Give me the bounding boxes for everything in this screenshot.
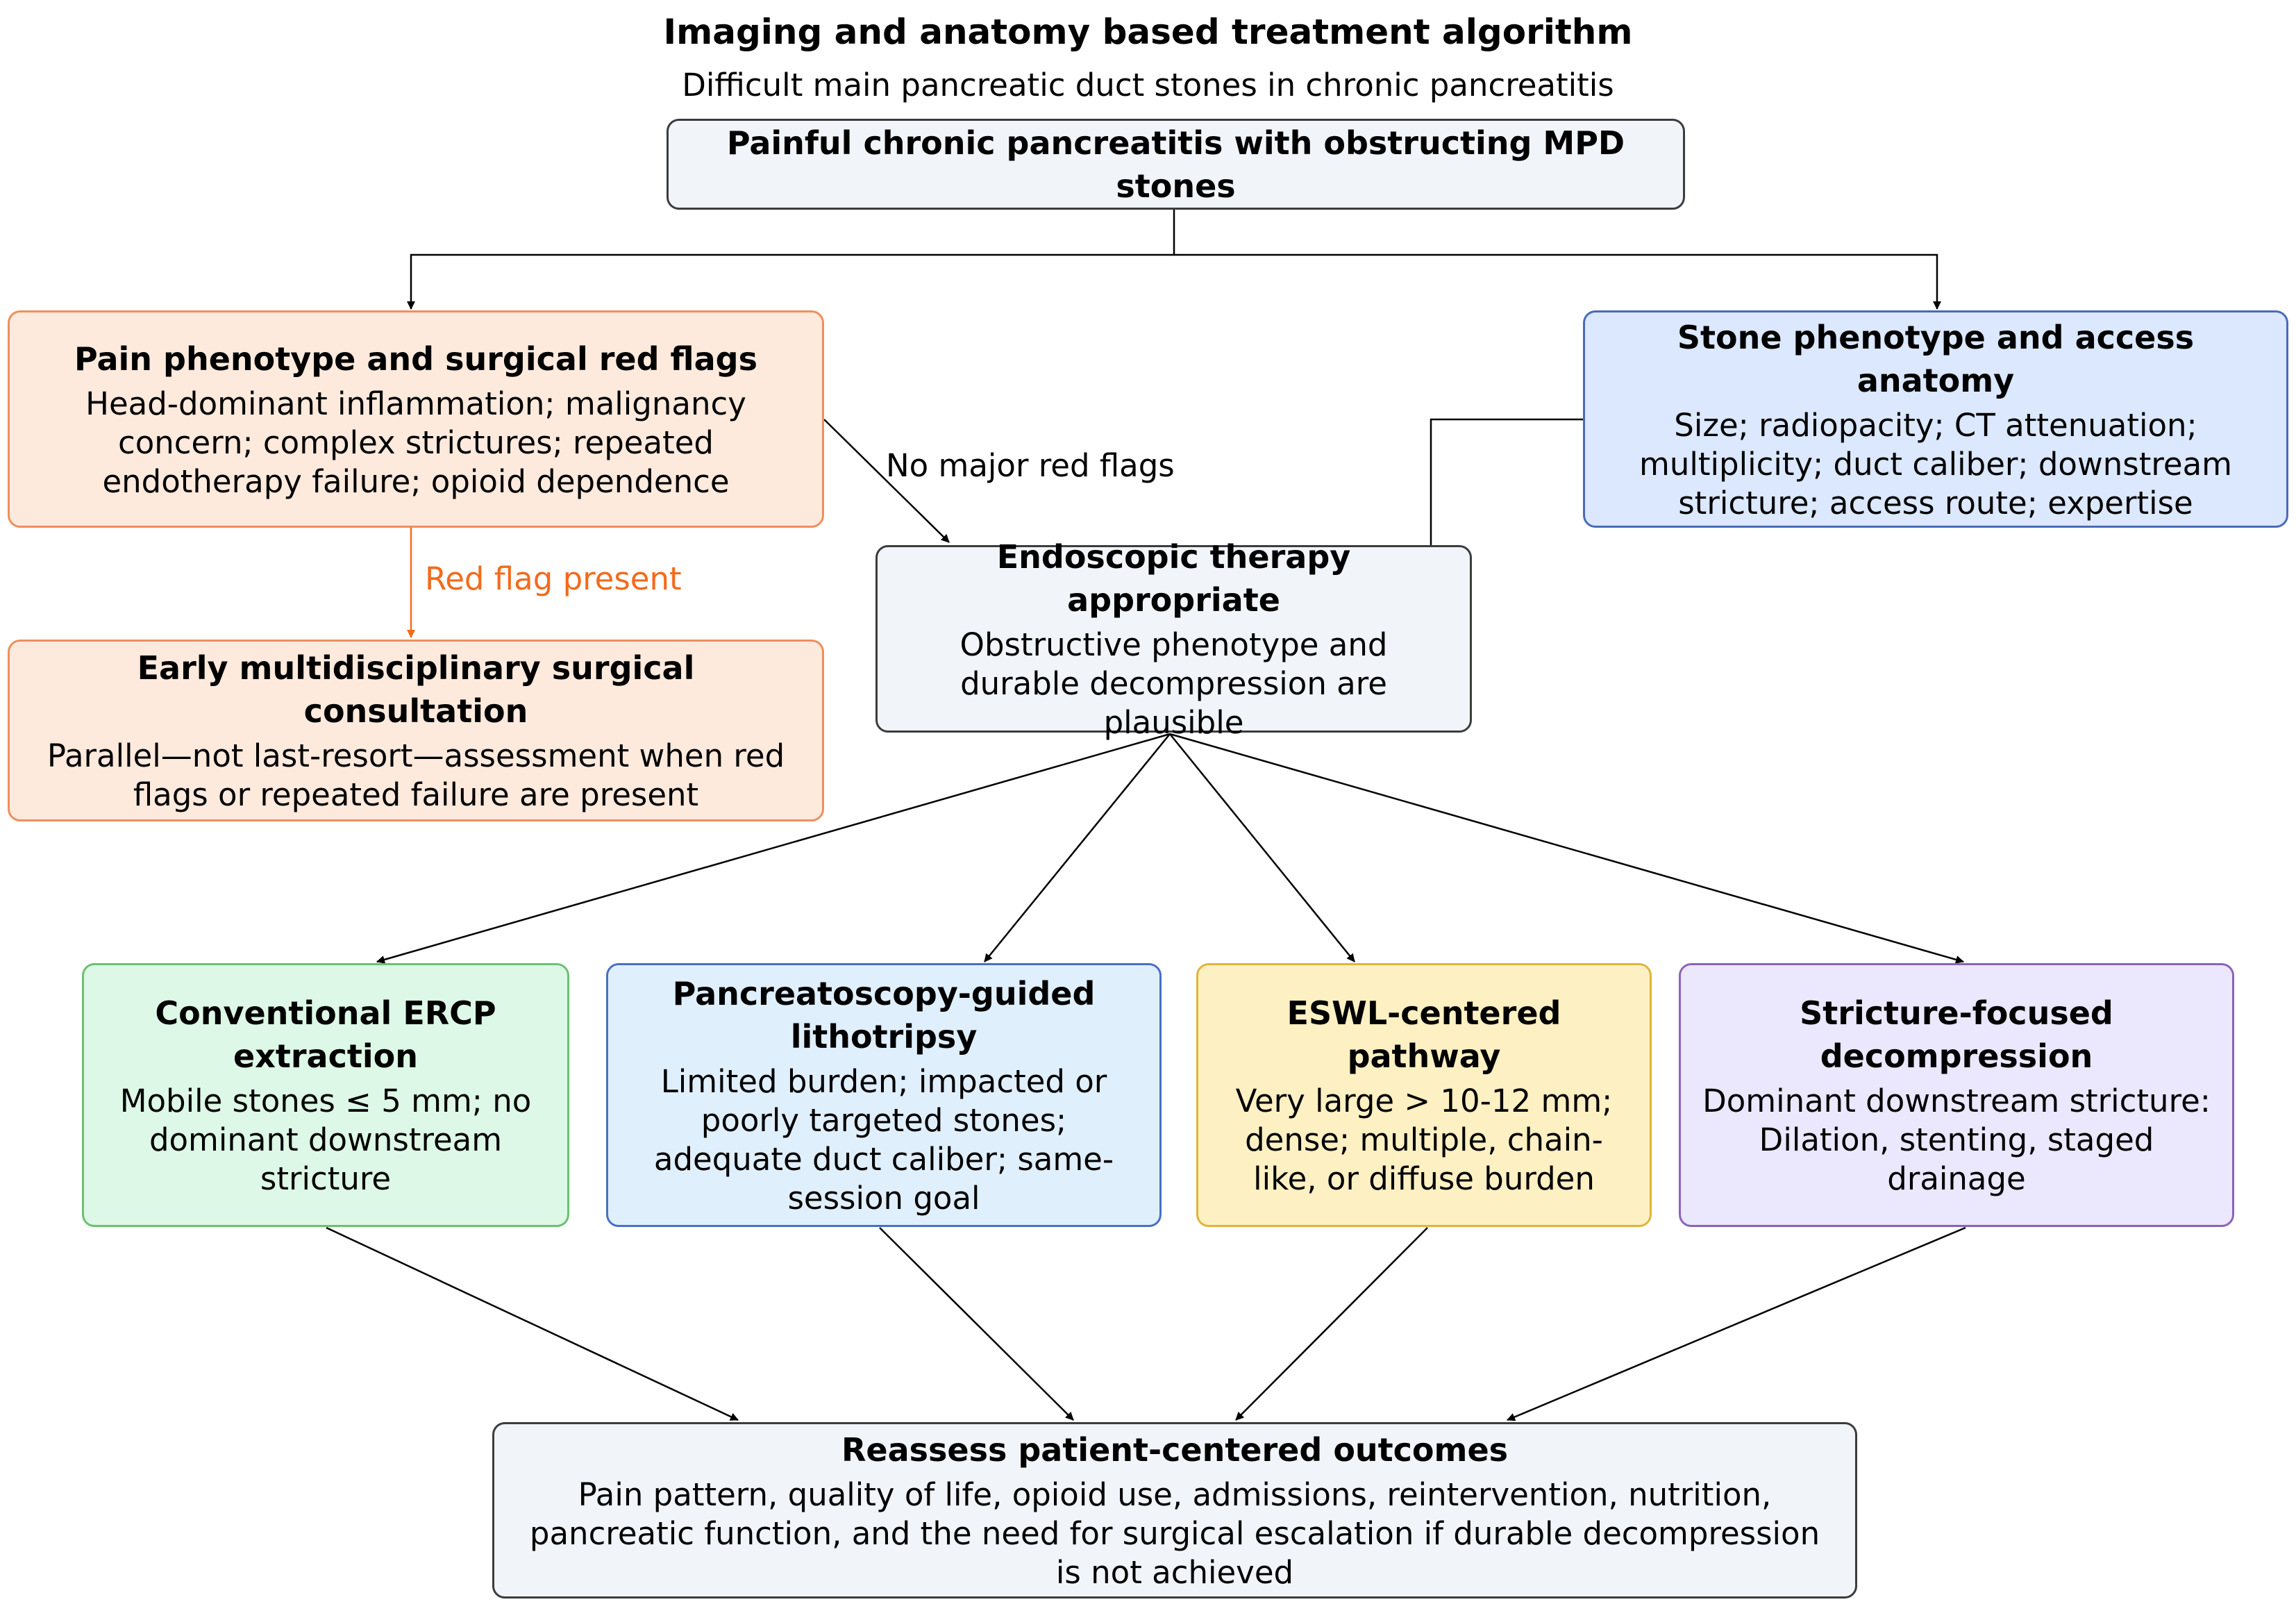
- edge-stone-to-endoscopic: [1430, 418, 1583, 545]
- edge-pain-to-endoscopic: [823, 419, 950, 543]
- eswl-body: Very large > 10-12 mm; dense; multiple, …: [1235, 1083, 1613, 1197]
- surgical-consultation-body: Parallel—not last-resort—assessment when…: [47, 737, 785, 813]
- pain-phenotype-node: Pain phenotype and surgical red flags He…: [8, 310, 824, 528]
- pancreatoscopy-node: Pancreatoscopy-guided lithotripsy Limite…: [606, 963, 1162, 1227]
- endoscopic-therapy-title: Endoscopic therapy appropriate: [996, 538, 1351, 619]
- eswl-title: ESWL-centered pathway: [1287, 994, 1561, 1075]
- ercp-title: Conventional ERCP extraction: [155, 994, 496, 1075]
- edge-endoscopic-to-eswl: [1169, 733, 1355, 962]
- edge-endoscopic-to-pancreatoscopy: [984, 733, 1171, 962]
- diagram-title: Imaging and anatomy based treatment algo…: [663, 12, 1633, 52]
- start-node: Painful chronic pancreatitis with obstru…: [667, 119, 1685, 210]
- reassess-body: Pain pattern, quality of life, opioid us…: [529, 1476, 1820, 1591]
- stone-phenotype-body: Size; radiopacity; CT attenuation; multi…: [1639, 406, 2232, 521]
- edge-endoscopic-to-ercp: [376, 733, 1171, 964]
- ercp-body: Mobile stones ≤ 5 mm; no dominant downst…: [119, 1083, 532, 1197]
- diagram-subtitle: Difficult main pancreatic duct stones in…: [682, 67, 1614, 103]
- red-flag-label: Red flag present: [425, 560, 682, 597]
- eswl-node: ESWL-centered pathway Very large > 10-12…: [1196, 963, 1652, 1227]
- edge-start-to-pain: [407, 210, 1175, 310]
- edge-endoscopic-to-stricture: [1169, 733, 1964, 964]
- endoscopic-therapy-body: Obstructive phenotype and durable decomp…: [960, 626, 1388, 741]
- stricture-body: Dominant downstream stricture: Dilation,…: [1702, 1083, 2211, 1197]
- stricture-node: Stricture-focused decompression Dominant…: [1679, 963, 2234, 1227]
- surgical-consultation-node: Early multidisciplinary surgical consult…: [8, 640, 824, 821]
- reassess-node: Reassess patient-centered outcomes Pain …: [492, 1422, 1857, 1599]
- stone-phenotype-title: Stone phenotype and access anatomy: [1677, 318, 2195, 399]
- edge-ercp-to-reassess: [326, 1226, 739, 1421]
- edge-eswl-to-reassess: [1235, 1227, 1428, 1421]
- pancreatoscopy-body: Limited burden; impacted or poorly targe…: [653, 1063, 1114, 1217]
- start-node-title: Painful chronic pancreatitis with obstru…: [726, 124, 1625, 205]
- stone-phenotype-node: Stone phenotype and access anatomy Size;…: [1583, 310, 2288, 528]
- no-red-flags-label: No major red flags: [886, 447, 1175, 484]
- pain-phenotype-title: Pain phenotype and surgical red flags: [74, 340, 757, 378]
- edge-start-to-stone: [1174, 253, 1941, 310]
- stricture-title: Stricture-focused decompression: [1800, 994, 2113, 1075]
- pancreatoscopy-title: Pancreatoscopy-guided lithotripsy: [672, 975, 1096, 1055]
- edge-pancreatoscopy-to-reassess: [879, 1227, 1074, 1421]
- endoscopic-therapy-node: Endoscopic therapy appropriate Obstructi…: [875, 538, 1472, 741]
- surgical-consultation-title: Early multidisciplinary surgical consult…: [137, 649, 695, 730]
- ercp-node: Conventional ERCP extraction Mobile ston…: [82, 963, 569, 1227]
- reassess-title: Reassess patient-centered outcomes: [841, 1431, 1509, 1469]
- edge-stricture-to-reassess: [1507, 1226, 1966, 1421]
- pain-phenotype-body: Head-dominant inflammation; malignancy c…: [85, 385, 746, 500]
